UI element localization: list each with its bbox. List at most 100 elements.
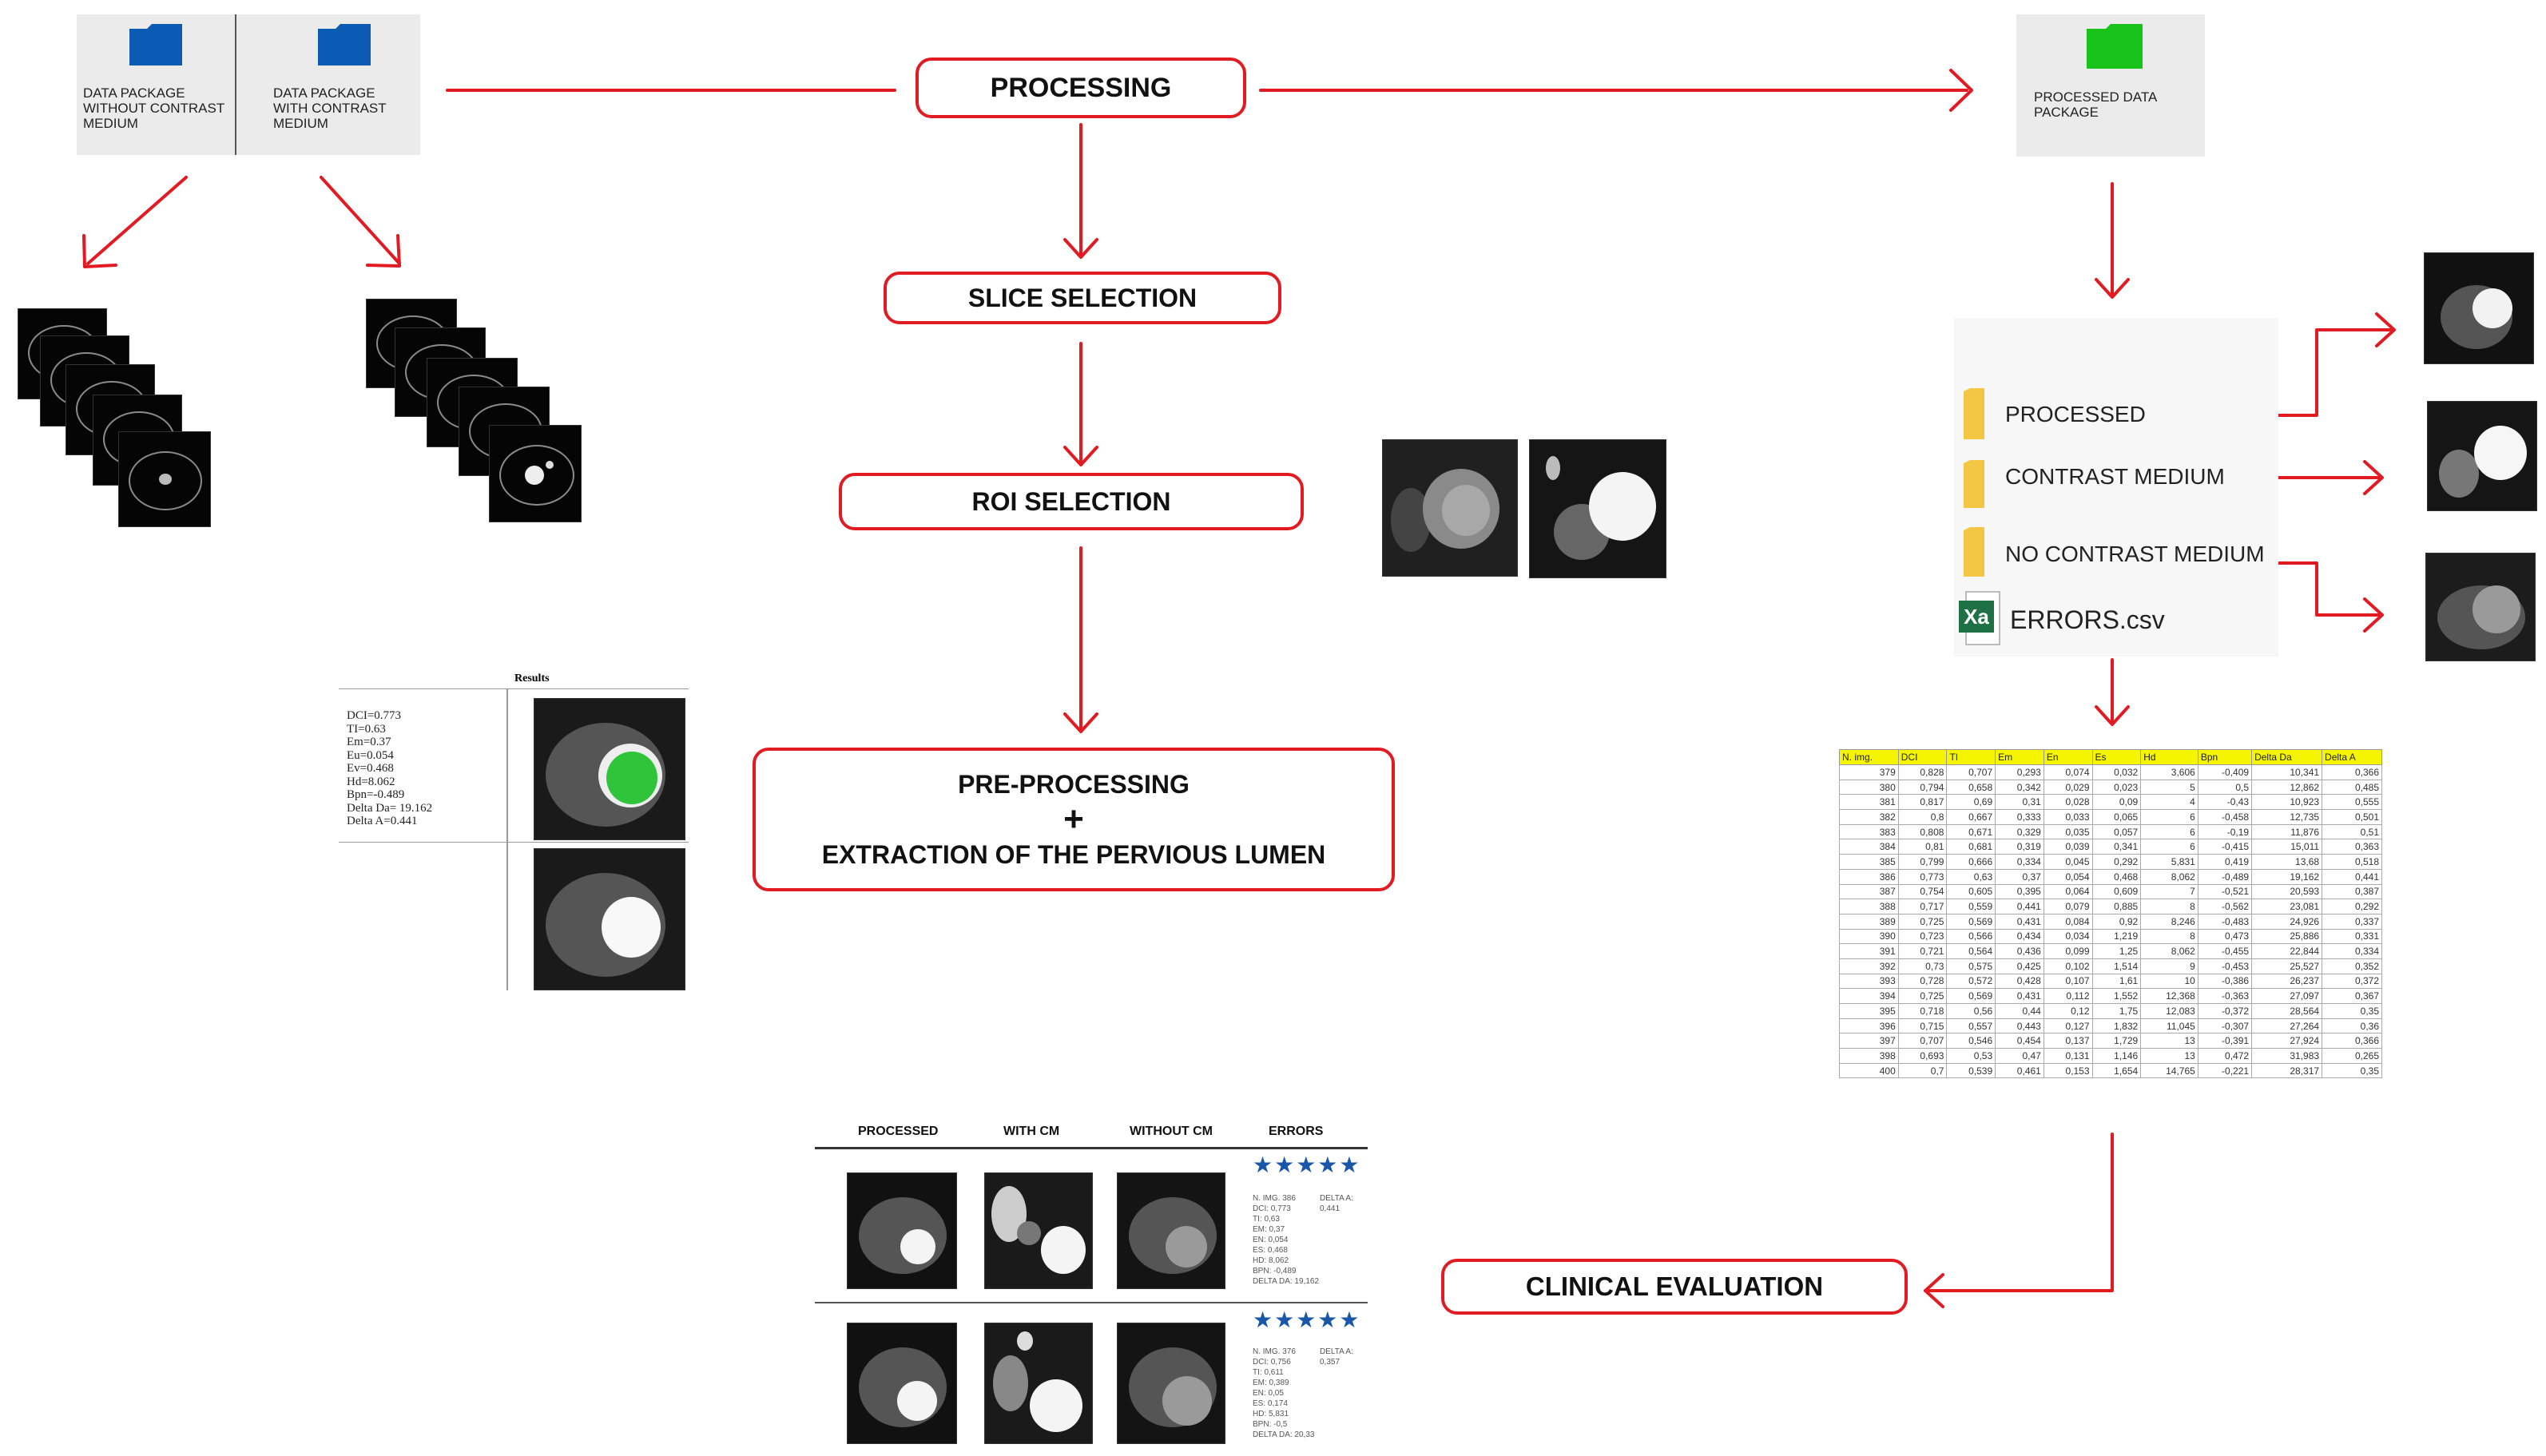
table-cell: 10,923	[2251, 794, 2323, 811]
table-cell: -0,307	[2197, 1018, 2253, 1034]
table-cell: 0,265	[2322, 1048, 2382, 1064]
table-header-cell: En	[2043, 749, 2093, 765]
table-cell: 14,765	[2140, 1062, 2198, 1079]
table-cell: 0,546	[1946, 1033, 1996, 1049]
table-cell: -0,455	[2197, 943, 2253, 959]
table-cell: 6	[2140, 839, 2198, 855]
grid-row2-with-cm	[984, 1323, 1093, 1444]
table-cell: 0,372	[2322, 973, 2382, 990]
grid-header-processed: PROCESSED	[858, 1125, 939, 1138]
grid-header-errors: ERRORS	[1269, 1125, 1324, 1138]
table-cell: 0,153	[2043, 1062, 2093, 1079]
table-cell: 0,539	[1946, 1062, 1996, 1079]
table-cell: 0,107	[2043, 973, 2093, 990]
table-cell: 0,569	[1946, 988, 1996, 1004]
table-cell: 8,062	[2140, 943, 2198, 959]
table-cell: 8,246	[2140, 913, 2198, 930]
table-cell: 0,033	[2043, 809, 2093, 825]
table-cell: 0,63	[1946, 868, 1996, 885]
table-cell: 1,654	[2091, 1062, 2142, 1079]
table-cell: 0,045	[2043, 854, 2093, 870]
table-cell: 0,754	[1897, 883, 1948, 900]
table-cell: 0,37	[1995, 868, 2044, 885]
table-cell: 0,725	[1897, 988, 1948, 1004]
table-cell: 0,425	[1995, 958, 2044, 974]
table-cell: 0,81	[1897, 839, 1948, 855]
table-cell: -0,409	[2197, 764, 2253, 780]
table-cell: 26,237	[2251, 973, 2323, 990]
table-header-cell: Delta Da	[2251, 749, 2323, 765]
table-cell: 0,334	[2322, 943, 2382, 959]
table-cell: 0,667	[1946, 809, 1996, 825]
table-cell: 0,443	[1995, 1018, 2044, 1034]
table-cell: 0,808	[1897, 823, 1948, 840]
table-cell: 8,062	[2140, 868, 2198, 885]
table-cell: 0,5	[2197, 779, 2253, 795]
table-cell: 0,112	[2043, 988, 2093, 1004]
table-cell: 400	[1839, 1062, 1899, 1079]
folder-yellow-icon	[1964, 460, 1984, 508]
table-cell: 13	[2140, 1048, 2198, 1064]
table-cell: 0,319	[1995, 839, 2044, 855]
results-top-rule	[339, 688, 689, 689]
table-cell: 0,028	[2043, 794, 2093, 811]
table-cell: 0,8	[1897, 809, 1948, 825]
table-cell: 381	[1839, 794, 1899, 811]
table-cell: 0,334	[1995, 854, 2044, 870]
thumbnail-contrast-medium	[2427, 401, 2537, 511]
table-cell: 0,36	[2322, 1018, 2382, 1034]
table-cell: 0,352	[2322, 958, 2382, 974]
table-cell: 0,035	[2043, 823, 2093, 840]
results-mask-image	[534, 848, 685, 990]
table-cell: 0,054	[2043, 868, 2093, 885]
table-cell: 0,609	[2091, 883, 2142, 900]
table-cell: -0,386	[2197, 973, 2253, 990]
table-cell: 0,47	[1995, 1048, 2044, 1064]
table-cell: -0,372	[2197, 1003, 2253, 1019]
table-cell: 384	[1839, 839, 1899, 855]
table-cell: 27,097	[2251, 988, 2323, 1004]
table-cell: -0,391	[2197, 1033, 2253, 1049]
table-cell: 0,799	[1897, 854, 1948, 870]
errors-csv-label: ERRORS.csv	[2010, 605, 2165, 634]
table-cell: 0,693	[1897, 1048, 1948, 1064]
table-cell: -0,221	[2197, 1062, 2253, 1079]
table-cell: 12,368	[2140, 988, 2198, 1004]
table-cell: 0,564	[1946, 943, 1996, 959]
table-cell: -0,19	[2197, 823, 2253, 840]
table-cell: 383	[1839, 823, 1899, 840]
table-cell: 23,081	[2251, 899, 2323, 914]
table-cell: 0,51	[2322, 823, 2382, 840]
table-cell: 0,658	[1946, 779, 1996, 795]
results-mid-rule	[339, 842, 689, 843]
table-cell: 398	[1839, 1048, 1899, 1064]
table-cell: 13	[2140, 1033, 2198, 1049]
results-panel: Results DCI=0.773 TI=0.63 Em=0.37 Eu=0.0…	[339, 671, 689, 990]
table-cell: 0,44	[1995, 1003, 2044, 1019]
table-cell: 1,61	[2091, 973, 2142, 990]
folder-processed-label: PROCESSED	[2005, 402, 2146, 426]
table-cell: 10,341	[2251, 764, 2323, 780]
table-cell: -0,415	[2197, 839, 2253, 855]
grid-row2-processed	[847, 1323, 957, 1444]
table-cell: 0,428	[1995, 973, 2044, 990]
table-cell: 0,728	[1897, 973, 1948, 990]
clinical-evaluation-step: CLINICAL EVALUATION	[1441, 1259, 1908, 1315]
preprocessing-line: PRE-PROCESSING	[958, 770, 1190, 799]
table-cell: 5,831	[2140, 854, 2198, 870]
table-cell: 379	[1839, 764, 1899, 780]
table-cell: 0,337	[2322, 913, 2382, 930]
table-cell: 0,461	[1995, 1062, 2044, 1079]
table-cell: 394	[1839, 988, 1899, 1004]
rating-stars: ★★★★★	[1253, 1153, 1361, 1177]
table-cell: 12,862	[2251, 779, 2323, 795]
table-cell: 0,605	[1946, 883, 1996, 900]
table-cell: 0,09	[2091, 794, 2142, 811]
table-cell: 0,566	[1946, 928, 1996, 945]
